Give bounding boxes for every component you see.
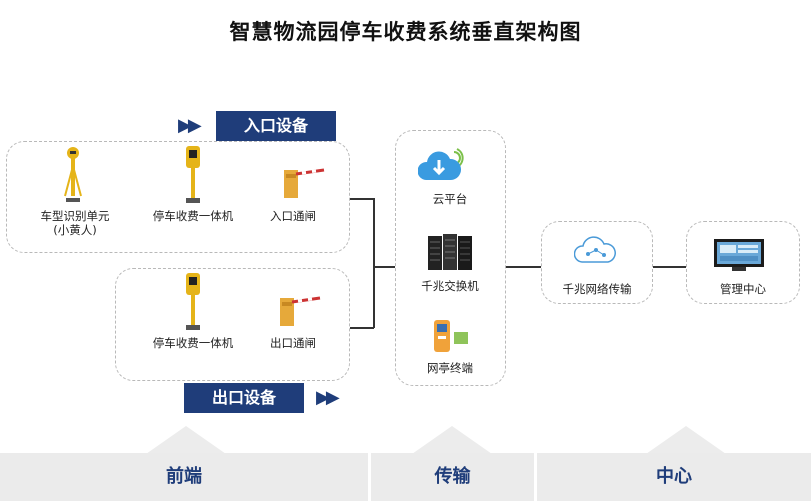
footer-label-center: 中心 (656, 466, 692, 487)
barrier-gate-icon (278, 294, 322, 328)
center-label: 管理中心 (720, 282, 766, 296)
kiosk-terminal-icon (432, 318, 472, 354)
entrance-device-label: 入口通闸 (270, 209, 316, 223)
network-group (541, 221, 653, 304)
transport-device-label: 云平台 (432, 192, 468, 206)
parking-payment-terminal-icon (183, 273, 203, 331)
entrance-banner: 入口设备 (216, 111, 336, 141)
entrance-device-sublabel: (小黄人) (53, 223, 97, 237)
network-cloud-icon (574, 236, 618, 266)
page-title: 智慧物流园停车收费系统垂直架构图 (229, 20, 582, 44)
up-arrow-icon (646, 424, 726, 454)
footer-label-transport: 传输 (434, 466, 471, 487)
up-arrow-icon (412, 424, 492, 454)
connector-line (373, 266, 396, 268)
cloud-platform-icon (418, 142, 464, 184)
exit-device-group (115, 268, 350, 381)
monitor-icon (712, 238, 766, 272)
transport-device-label: 网亭终端 (427, 361, 473, 375)
entrance-device-label: 停车收费一体机 (152, 209, 234, 223)
footer-section-center (537, 453, 811, 501)
network-label: 千兆网络传输 (562, 282, 632, 296)
exit-device-label: 出口通闸 (270, 336, 316, 350)
double-chevron-right-icon: ▶▶ (178, 115, 202, 136)
footer-section-front (0, 453, 368, 501)
footer-section-transport (371, 453, 534, 501)
barrier-gate-icon (282, 166, 326, 200)
exit-banner: 出口设备 (184, 383, 304, 413)
connector-line (350, 327, 374, 329)
entrance-device-label: 车型识别单元 (40, 209, 110, 223)
connector-line (506, 266, 542, 268)
double-chevron-right-icon: ▶▶ (316, 387, 340, 408)
up-arrow-icon (146, 424, 226, 454)
transport-device-label: 千兆交换机 (421, 279, 479, 293)
connector-line (653, 266, 686, 268)
parking-payment-terminal-icon (183, 146, 203, 204)
connector-line (350, 198, 374, 200)
vehicle-recognition-pole-icon (62, 146, 84, 208)
footer-label-front: 前端 (166, 466, 202, 487)
exit-device-label: 停车收费一体机 (152, 336, 234, 350)
server-rack-icon (426, 232, 476, 272)
connector-line (373, 198, 375, 328)
